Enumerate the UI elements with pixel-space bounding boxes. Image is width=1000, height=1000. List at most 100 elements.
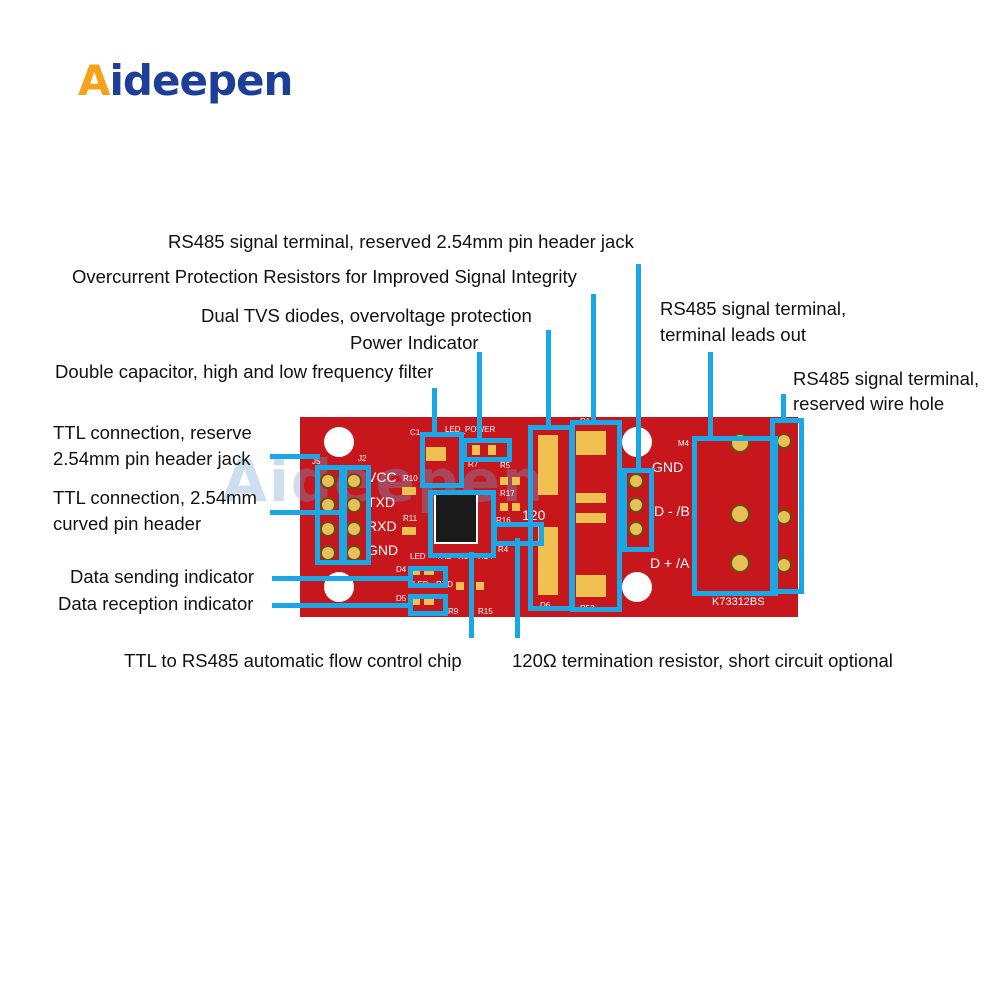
recv-led-box xyxy=(408,594,448,616)
silk-d4: D4 xyxy=(396,565,407,574)
tvs-box xyxy=(528,425,574,611)
leader-line xyxy=(469,552,474,638)
silk-d6: D6 xyxy=(540,601,551,610)
silk-rxd: RXD xyxy=(367,518,397,534)
label-ttl-curved-2: curved pin header xyxy=(53,513,202,534)
silk-r7: R7 xyxy=(468,460,479,469)
smd-pad xyxy=(402,527,416,535)
label-rs485-jack: RS485 signal terminal, reserved 2.54mm p… xyxy=(168,231,634,252)
silk-r16: R16 xyxy=(496,516,511,525)
label-overcurrent: Overcurrent Protection Resistors for Imp… xyxy=(72,266,577,287)
smd-pad xyxy=(426,447,446,461)
resistor-pad xyxy=(576,513,606,523)
leader-line xyxy=(636,264,641,470)
label-terminal-leads-2: terminal leads out xyxy=(660,324,807,345)
pin xyxy=(346,521,362,537)
pin xyxy=(628,521,644,537)
silk-d5: D5 xyxy=(396,594,407,603)
leader-line xyxy=(270,454,320,459)
label-ttl-jack-2: 2.54mm pin header jack xyxy=(53,448,251,469)
leader-line xyxy=(272,576,408,581)
logo-letter-a: A xyxy=(78,56,111,105)
terminal-pin xyxy=(730,504,750,524)
resistor-pad xyxy=(576,493,606,503)
label-capacitor: Double capacitor, high and low frequency… xyxy=(55,361,434,382)
ttl-curved-box xyxy=(339,465,371,565)
silk-r4: R4 xyxy=(498,545,509,554)
silk-part-number: K73312BS xyxy=(712,596,765,608)
led-pad xyxy=(410,567,420,575)
mount-hole xyxy=(324,427,354,457)
smd-pad xyxy=(456,582,464,590)
rs485-jack-box xyxy=(622,468,654,552)
silk-txd: TXD xyxy=(367,494,395,510)
chip-box xyxy=(428,490,496,558)
silk-vcc: VCC xyxy=(367,469,397,485)
resistor-pad xyxy=(576,575,606,597)
label-tvs: Dual TVS diodes, overvoltage protection xyxy=(201,305,532,326)
silk-r9: R9 xyxy=(448,607,459,616)
silk-gnd: GND xyxy=(367,542,399,558)
label-ttl-jack-1: TTL connection, reserve xyxy=(53,422,252,443)
silk-m4: M4 xyxy=(678,439,690,448)
label-power-indicator: Power Indicator xyxy=(350,332,479,353)
label-wire-hole-1: RS485 signal terminal, xyxy=(793,368,980,389)
silk-da: D + /A xyxy=(650,555,690,571)
terminal-box xyxy=(692,436,778,596)
silk-c1: C1 xyxy=(410,428,421,437)
mount-hole xyxy=(622,572,652,602)
leader-line xyxy=(591,294,596,422)
pin xyxy=(628,473,644,489)
capacitor-box xyxy=(420,432,464,488)
brand-logo: Aideepen xyxy=(78,56,294,105)
ttl-header-box xyxy=(315,465,347,565)
leader-line xyxy=(515,538,520,638)
label-wire-hole-2: reserved wire hole xyxy=(793,393,945,414)
silk-db: D - /B xyxy=(654,503,690,519)
label-termination: 120Ω termination resistor, short circuit… xyxy=(512,650,893,671)
silk-r15: R15 xyxy=(478,607,493,616)
pin xyxy=(320,473,336,489)
silk-j5: J5 xyxy=(312,457,321,466)
send-led-box xyxy=(408,566,448,588)
smd-pad xyxy=(512,503,520,511)
logo-text: ideepen xyxy=(109,56,294,105)
silk-r17: R17 xyxy=(500,489,515,498)
smd-pad xyxy=(512,477,520,485)
smd-pad xyxy=(500,503,508,511)
terminal-pin xyxy=(730,553,750,573)
smd-pad xyxy=(402,487,416,495)
silk-j2: J2 xyxy=(358,454,367,463)
pin xyxy=(346,497,362,513)
led-pad xyxy=(424,597,434,605)
leader-line xyxy=(477,352,482,440)
label-ttl-curved-1: TTL connection, 2.54mm xyxy=(53,487,257,508)
overcurrent-box xyxy=(570,420,622,612)
pin xyxy=(346,473,362,489)
silk-led: LED xyxy=(410,552,426,561)
silk-led-power: LED_POWER xyxy=(445,425,496,434)
pin xyxy=(628,497,644,513)
leader-line xyxy=(432,388,437,434)
silk-120: 120 xyxy=(522,507,546,523)
silk-r10: R10 xyxy=(403,474,418,483)
leader-line xyxy=(546,330,551,426)
silk-gnd-right: GND xyxy=(652,459,684,475)
wire-hole-box xyxy=(770,418,804,594)
silk-r11: R11 xyxy=(403,514,418,523)
label-flow-chip: TTL to RS485 automatic flow control chip xyxy=(124,650,462,671)
leader-line xyxy=(708,352,713,438)
label-terminal-leads-1: RS485 signal terminal, xyxy=(660,298,847,319)
led-pad xyxy=(424,567,434,575)
tvs-pad xyxy=(538,435,558,495)
pin xyxy=(320,521,336,537)
leader-line xyxy=(270,510,340,515)
smd-pad xyxy=(472,445,480,455)
led-pad xyxy=(410,597,420,605)
leader-line xyxy=(272,603,408,608)
resistor-pad xyxy=(576,431,606,455)
label-data-recv: Data reception indicator xyxy=(58,593,254,614)
label-data-send: Data sending indicator xyxy=(70,566,255,587)
power-indicator-box xyxy=(462,438,512,462)
smd-pad xyxy=(476,582,484,590)
